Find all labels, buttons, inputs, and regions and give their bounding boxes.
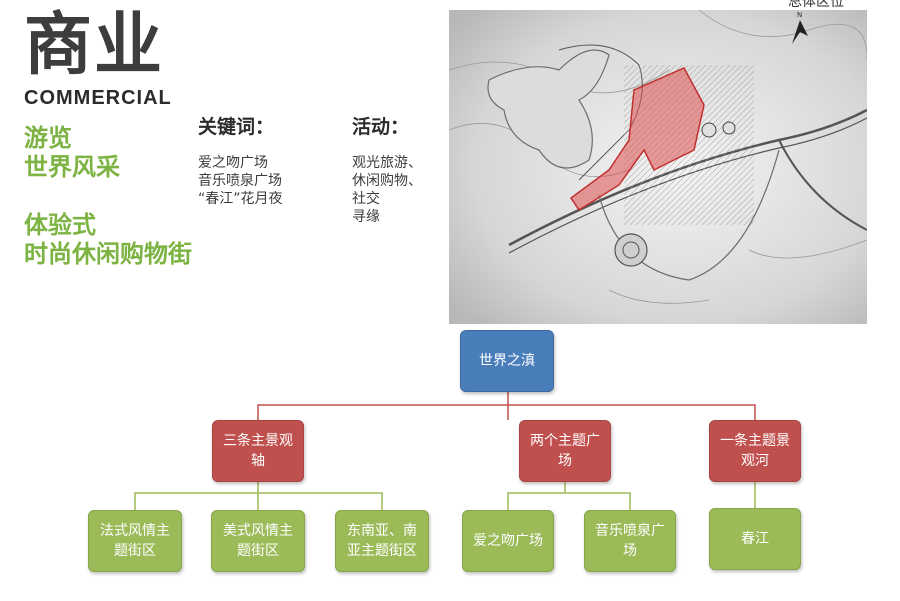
- tree-node-plazas: 两个主题广场: [519, 420, 611, 482]
- tree-leaf-sea-street: 东南亚、南亚主题街区: [335, 510, 429, 572]
- tree-leaf-american-street: 美式风情主题街区: [211, 510, 305, 572]
- tree-leaf-fountain-plaza: 音乐喷泉广场: [584, 510, 676, 572]
- slogan-line-3: 体验式: [24, 211, 96, 239]
- activity-item: 休闲购物、: [352, 173, 422, 189]
- page-subtitle: COMMERCIAL: [24, 87, 172, 109]
- tree-leaf-kiss-plaza: 爱之吻广场: [462, 510, 554, 572]
- tree-node-axes: 三条主景观轴: [212, 420, 304, 482]
- keywords-heading: 关键词：: [198, 116, 275, 138]
- page-title: 商业: [24, 6, 165, 85]
- activity-item: 观光旅游、: [352, 155, 422, 171]
- north-arrow-icon: N: [786, 10, 814, 50]
- tree-leaf-chunjiang: 春江: [709, 508, 801, 570]
- activity-item: 寻缘: [352, 209, 380, 225]
- activities-heading: 活动：: [352, 116, 410, 138]
- keyword-item: 爱之吻广场: [198, 155, 268, 171]
- map-corner-text: 总体区位: [788, 0, 844, 10]
- slogan-line-1: 游览: [24, 124, 72, 152]
- activity-item: 社交: [352, 191, 380, 207]
- tree-root-node: 世界之滇: [460, 330, 554, 392]
- slogan-line-2: 世界风采: [24, 153, 120, 181]
- north-label: N: [797, 11, 802, 19]
- slogan-line-4: 时尚休闲购物街: [24, 240, 192, 268]
- tree-leaf-french-street: 法式风情主题街区: [88, 510, 182, 572]
- keyword-item: “春江”花月夜: [198, 191, 283, 207]
- keyword-item: 音乐喷泉广场: [198, 173, 282, 189]
- site-plan-map: [449, 10, 867, 324]
- tree-node-river: 一条主题景观河: [709, 420, 801, 482]
